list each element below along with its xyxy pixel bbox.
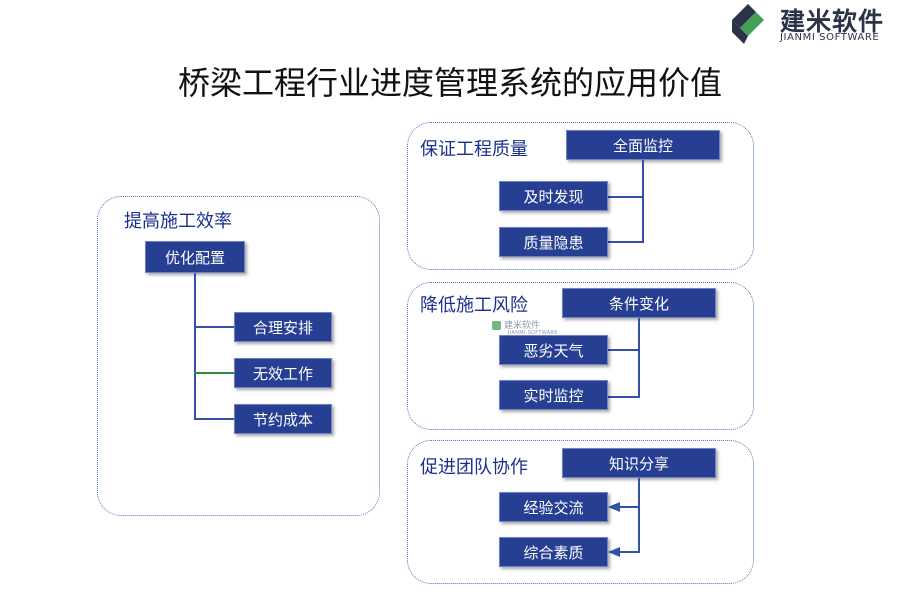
connector bbox=[618, 506, 640, 508]
watermark: 建米软件 bbox=[492, 318, 540, 331]
panel-title: 促进团队协作 bbox=[420, 457, 528, 478]
sub-node: 实时监控 bbox=[499, 380, 608, 410]
logo-name-en: JIANMI SOFTWARE bbox=[780, 32, 880, 43]
sub-node: 无效工作 bbox=[234, 358, 332, 388]
connector bbox=[618, 551, 640, 553]
connector bbox=[638, 478, 640, 553]
panel-collaboration: 促进团队协作 bbox=[407, 440, 754, 584]
panel-title: 提高施工效率 bbox=[124, 211, 232, 232]
connector bbox=[194, 418, 234, 420]
connector bbox=[642, 160, 644, 243]
connector bbox=[194, 372, 234, 374]
sub-node: 综合素质 bbox=[499, 537, 608, 567]
connector bbox=[608, 196, 644, 198]
panel-efficiency: 提高施工效率 bbox=[97, 196, 380, 516]
watermark-text-en: JIANMI SOFTWARE bbox=[508, 330, 558, 336]
sub-node: 经验交流 bbox=[499, 492, 608, 522]
sub-node: 恶劣天气 bbox=[499, 335, 608, 365]
watermark-text: 建米软件 bbox=[504, 321, 541, 331]
sub-node: 质量隐患 bbox=[499, 227, 608, 257]
arrow-left-icon bbox=[608, 547, 620, 557]
page-title: 桥梁工程行业进度管理系统的应用价值 bbox=[177, 64, 722, 102]
sub-node: 合理安排 bbox=[234, 312, 332, 342]
connector bbox=[194, 273, 196, 419]
sub-node: 及时发现 bbox=[499, 181, 608, 211]
connector bbox=[194, 326, 234, 328]
panel-quality: 保证工程质量 bbox=[407, 122, 754, 270]
brand-logo: 建米软件 JIANMI SOFTWARE bbox=[720, 0, 900, 50]
arrow-left-icon bbox=[608, 502, 620, 512]
panel-title: 保证工程质量 bbox=[420, 139, 528, 160]
connector bbox=[608, 349, 640, 351]
watermark-logo-icon bbox=[492, 321, 501, 330]
connector bbox=[638, 318, 640, 398]
jianmi-logo-icon bbox=[732, 4, 764, 44]
panel-title: 降低施工风险 bbox=[420, 295, 528, 316]
sub-node: 节约成本 bbox=[234, 404, 332, 434]
main-node: 知识分享 bbox=[562, 448, 716, 478]
main-node: 条件变化 bbox=[562, 288, 716, 318]
main-node: 全面监控 bbox=[566, 130, 720, 160]
connector bbox=[608, 241, 644, 243]
connector bbox=[608, 396, 640, 398]
panel-risk: 降低施工风险 bbox=[407, 282, 754, 430]
main-node: 优化配置 bbox=[145, 241, 245, 273]
logo-name-cn: 建米软件 bbox=[780, 7, 885, 36]
